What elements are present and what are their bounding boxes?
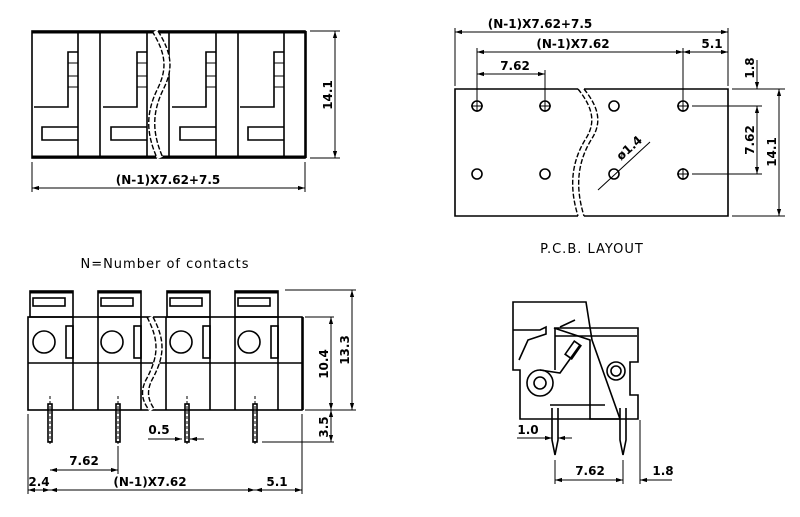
total-height-dim: 13.3 xyxy=(338,335,352,365)
body-height-dim: 10.4 xyxy=(317,349,331,379)
top-height-dim: 14.1 xyxy=(321,80,335,110)
side-pin-width-dim: 1.0 xyxy=(517,423,538,437)
pitch-dim: 7.62 xyxy=(69,454,99,468)
front-view: 10.4 13.3 3.5 0.5 7.62 2.4 (N-1)X7.62 5.… xyxy=(27,289,356,494)
hole-diameter-dim: ø1.4 xyxy=(614,133,645,163)
pcb-height-dim: 14.1 xyxy=(765,137,779,167)
pcb-overall-dim: (N-1)X7.62+7.5 xyxy=(488,17,593,31)
pcb-end-dim: 5.1 xyxy=(701,37,722,51)
pcb-row-pitch-dim: 7.62 xyxy=(743,125,757,155)
contacts-note: N=Number of contacts xyxy=(80,257,249,272)
pcb-span-dim: (N-1)X7.62 xyxy=(536,37,609,51)
pin-length-dim: 3.5 xyxy=(317,416,331,437)
side-edge-dim: 1.8 xyxy=(652,464,673,478)
pcb-pitch-dim: 7.62 xyxy=(500,59,530,73)
pcb-layout-caption: P.C.B. LAYOUT xyxy=(540,242,644,257)
pcb-layout: ø1.4 (N-1)X7.62+7.5 (N-1)X7.62 5.1 7.62 … xyxy=(454,17,785,257)
pcb-hole-plated xyxy=(471,100,689,180)
pin-width-dim: 0.5 xyxy=(148,423,169,437)
top-view: 14.1 (N-1)X7.62+7.5 xyxy=(31,29,340,192)
pcb-hole xyxy=(471,100,620,180)
side-pitch-dim: 7.62 xyxy=(575,464,605,478)
pcb-edge-dim: 1.8 xyxy=(743,57,757,78)
left-offset-dim: 2.4 xyxy=(28,475,49,489)
span-dim: (N-1)X7.62 xyxy=(113,475,186,489)
side-view: 1.0 7.62 1.8 xyxy=(512,301,674,484)
right-offset-dim: 5.1 xyxy=(266,475,287,489)
top-width-dim: (N-1)X7.62+7.5 xyxy=(116,173,221,187)
